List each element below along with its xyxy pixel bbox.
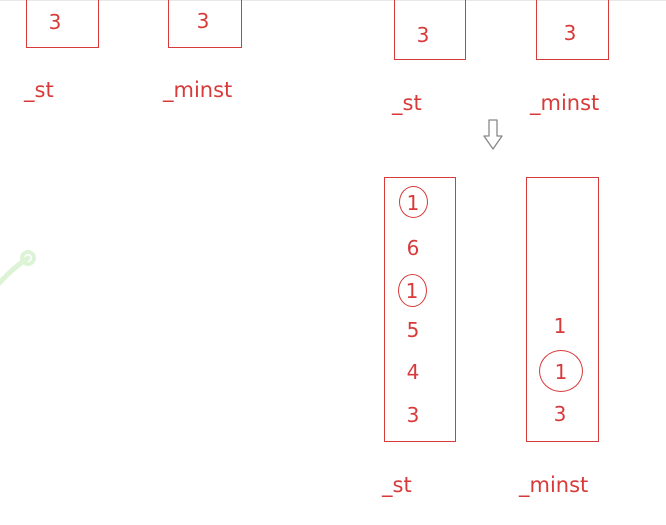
minst-stack-before-label: _minst <box>163 78 233 102</box>
st-stack-bottom-item-6: 3 <box>406 403 420 427</box>
down-arrow-icon <box>483 119 503 150</box>
st-stack-bottom-item-4: 5 <box>406 318 420 342</box>
st-stack-top-item: 3 <box>416 23 430 47</box>
minst-stack-bottom-item-3: 3 <box>553 402 567 426</box>
st-stack-bottom-item-5: 4 <box>406 360 420 384</box>
minst-stack-before-item: 3 <box>196 9 210 33</box>
st-stack-top-label: _st <box>392 91 422 115</box>
st-stack-bottom-item-2: 6 <box>406 236 420 260</box>
st-stack-before-item: 3 <box>48 10 62 34</box>
st-stack-bottom-circle-1 <box>399 186 428 218</box>
st-stack-before <box>26 0 99 48</box>
st-stack-top <box>394 0 466 60</box>
top-divider <box>0 0 666 1</box>
st-stack-bottom-label: _st <box>382 473 412 497</box>
st-stack-bottom-item-1: 1 <box>406 191 420 215</box>
st-stack-bottom-item-3: 1 <box>405 279 419 303</box>
minst-stack-top-item: 3 <box>563 21 577 45</box>
st-stack-before-label: _st <box>24 78 54 102</box>
minst-stack-bottom-circle-2 <box>539 350 583 392</box>
minst-stack-bottom-item-1: 1 <box>553 314 567 338</box>
minst-stack-bottom-item-2: 1 <box>554 360 568 384</box>
minst-stack-top <box>536 0 609 60</box>
st-stack-bottom-circle-3 <box>398 274 427 307</box>
minst-stack-before <box>168 0 242 48</box>
watermark-icon <box>0 250 36 287</box>
minst-stack-top-label: _minst <box>530 91 600 115</box>
st-stack-bottom <box>384 177 456 442</box>
minst-stack-bottom <box>526 177 599 442</box>
minst-stack-bottom-label: _minst <box>519 473 589 497</box>
